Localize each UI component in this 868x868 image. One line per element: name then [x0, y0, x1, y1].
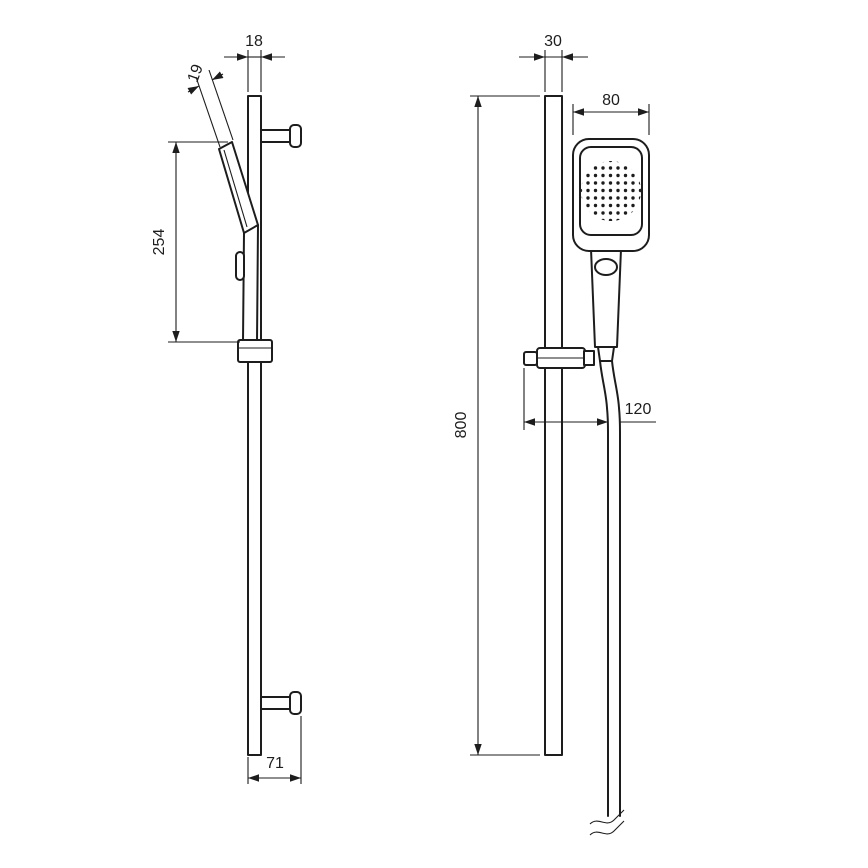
- slider-holder-arm: [583, 350, 595, 366]
- diverter-button-front: [594, 258, 618, 276]
- dimension-rail-width: 30: [519, 33, 588, 92]
- dim-label-hand-shower-length: 254: [151, 229, 168, 256]
- dimension-hose-offset: 120: [523, 368, 656, 430]
- front-view: 30 80 800 120: [453, 33, 656, 836]
- dim-label-rail-depth: 18: [245, 33, 263, 50]
- hand-shower-front: [572, 138, 650, 362]
- slider-lock-knob: [523, 351, 538, 366]
- dimension-head-thickness: 19: [185, 62, 234, 148]
- side-rail: [247, 95, 262, 756]
- spray-nozzles: [581, 161, 641, 221]
- hose-connector: [597, 346, 615, 362]
- dimension-head-width: 80: [572, 92, 650, 135]
- side-wall-bracket-top: [260, 124, 302, 148]
- front-rail-slider: [523, 347, 595, 369]
- dim-label-wall-bracket-offset: 71: [266, 755, 284, 772]
- diverter-button-profile: [235, 251, 245, 281]
- dimension-rail-length: 800: [453, 95, 540, 756]
- shower-hose: [589, 360, 625, 836]
- dim-label-head-thickness: 19: [185, 62, 207, 85]
- dim-label-head-width: 80: [602, 92, 620, 109]
- side-rail-slider: [237, 339, 273, 363]
- dimension-rail-depth: 18: [224, 33, 285, 92]
- dimension-hand-shower-length: 254: [151, 141, 240, 343]
- dim-label-rail-length: 800: [453, 412, 470, 439]
- hose-break-mark: [589, 820, 625, 836]
- dimension-wall-bracket-offset: 71: [247, 716, 302, 784]
- side-wall-bracket-bottom: [260, 691, 302, 715]
- dim-label-hose-offset: 120: [625, 401, 652, 418]
- hose-break-mark: [589, 809, 625, 825]
- front-rail: [544, 95, 563, 756]
- side-view: 18 19 254 71: [151, 33, 302, 784]
- dim-label-rail-width: 30: [544, 33, 562, 50]
